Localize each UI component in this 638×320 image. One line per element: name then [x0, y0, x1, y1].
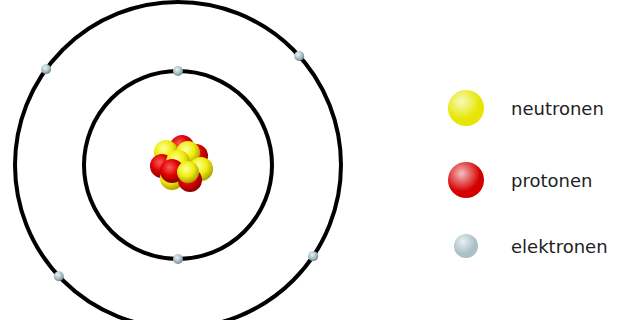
legend-label: elektronen: [511, 236, 608, 257]
legend-swatch: [448, 90, 484, 126]
legend-entry: protonen: [448, 162, 592, 198]
electron: [173, 66, 183, 76]
electron: [41, 64, 51, 74]
electron: [54, 271, 64, 281]
electron: [294, 51, 304, 61]
electrons: [41, 51, 318, 281]
legend-swatch: [448, 162, 484, 198]
electron: [173, 254, 183, 264]
inner-shell: [84, 71, 272, 259]
legend-label: protonen: [511, 170, 592, 191]
legend-entry: elektronen: [454, 234, 608, 258]
electron: [308, 251, 318, 261]
legend-entry: neutronen: [448, 90, 604, 126]
legend-label: neutronen: [511, 98, 604, 119]
nucleus: [150, 135, 213, 192]
legend-swatch: [454, 234, 478, 258]
outer-shell: [15, 2, 341, 320]
